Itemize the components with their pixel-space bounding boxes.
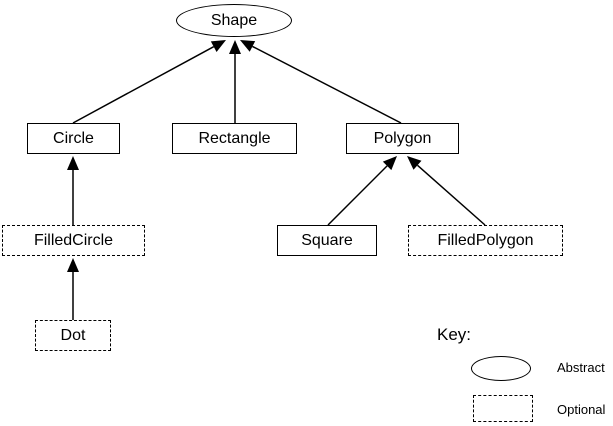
arrowhead-square-to-polygon: [382, 156, 397, 171]
key-optional-label: Optional: [557, 402, 606, 417]
node-rectangle: Rectangle: [172, 123, 297, 154]
edge-square-to-polygon: [327, 165, 388, 226]
node-shape: Shape: [176, 4, 292, 37]
edge-filled_polygon-to-polygon: [416, 164, 486, 226]
key-title: Key:: [437, 325, 472, 344]
arrowhead-dot-to-filled_circle: [67, 258, 79, 272]
node-dot: Dot: [35, 320, 111, 351]
arrowhead-polygon-to-shape: [240, 40, 256, 52]
key-abstract-swatch: [471, 356, 531, 381]
arrowhead-circle-to-shape: [210, 40, 226, 52]
arrowhead-filled_circle-to-circle: [67, 156, 79, 170]
key-abstract-label: Abstract: [557, 360, 605, 375]
arrowhead-filled_polygon-to-polygon: [407, 156, 422, 170]
arrowhead-rectangle-to-shape: [229, 40, 241, 54]
node-square: Square: [277, 225, 377, 256]
node-filled-circle: FilledCircle: [2, 225, 145, 256]
key-optional-swatch: [473, 395, 533, 422]
node-filled-polygon: FilledPolygon: [408, 225, 563, 256]
edge-polygon-to-shape: [252, 45, 402, 124]
edge-circle-to-shape: [72, 46, 215, 124]
node-polygon: Polygon: [346, 123, 459, 154]
node-circle: Circle: [27, 123, 120, 154]
